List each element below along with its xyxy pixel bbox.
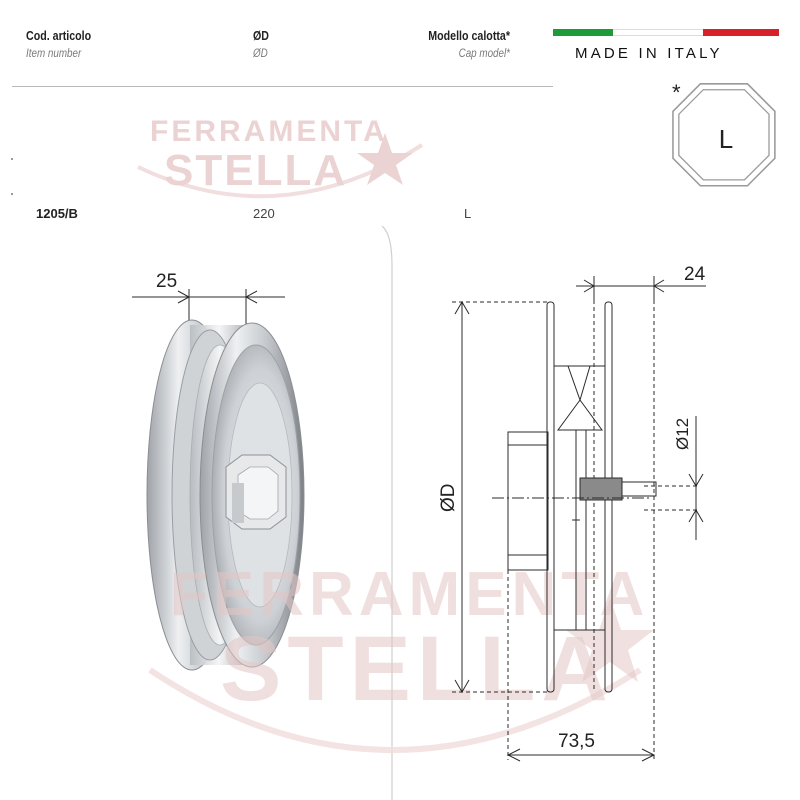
cap-symbol: * L: [672, 80, 776, 187]
dim-hub-offset: 24: [684, 264, 706, 285]
flag-stripe-red: [703, 29, 779, 36]
made-in-italy-label: MADE IN ITALY: [575, 45, 723, 62]
row-cap-model: L: [464, 206, 472, 221]
dim-groove-width: 25: [156, 271, 177, 292]
watermark-bottom-line2: STELLA: [220, 618, 614, 720]
flag-stripe-white: [613, 29, 703, 36]
cap-asterisk: *: [672, 80, 681, 105]
header-code-subtitle: Item number: [26, 46, 82, 60]
row-code: 1205/B: [36, 206, 78, 221]
watermark-star-icon: [357, 133, 413, 185]
header-cap-subtitle: Cap model*: [458, 46, 510, 60]
technical-drawing: 24 Ø12 ØD 73,5: [438, 264, 706, 762]
section-divider: [381, 226, 393, 800]
octagon-outer: [672, 83, 776, 187]
margin-dot: [11, 193, 13, 195]
dim-diameter: ØD: [438, 484, 459, 513]
header-divider: [12, 86, 553, 87]
pulley-image: 25: [132, 271, 305, 671]
dim-shaft: Ø12: [673, 418, 692, 450]
flag-stripe-green: [553, 29, 613, 36]
header-code-title: Cod. articolo: [26, 28, 92, 43]
watermark-star-icon: [566, 598, 654, 682]
watermark-bottom: FERRAMENTA STELLA: [148, 560, 654, 753]
header-diameter-subtitle: ØD: [253, 46, 268, 60]
cap-letter: L: [719, 124, 733, 154]
watermark-top-line2: STELLA: [164, 146, 347, 195]
octagon-inner: [678, 89, 770, 181]
header-diameter-title: ØD: [253, 28, 269, 43]
dim-total-depth: 73,5: [558, 731, 595, 752]
header-cap-title: Modello calotta*: [428, 28, 510, 43]
row-diameter: 220: [253, 206, 275, 221]
watermark-bottom-line1: FERRAMENTA: [170, 560, 649, 629]
margin-dot: [11, 158, 13, 160]
watermark-top-line1: FERRAMENTA: [150, 115, 388, 148]
watermark-top: FERRAMENTA STELLA: [137, 115, 424, 199]
